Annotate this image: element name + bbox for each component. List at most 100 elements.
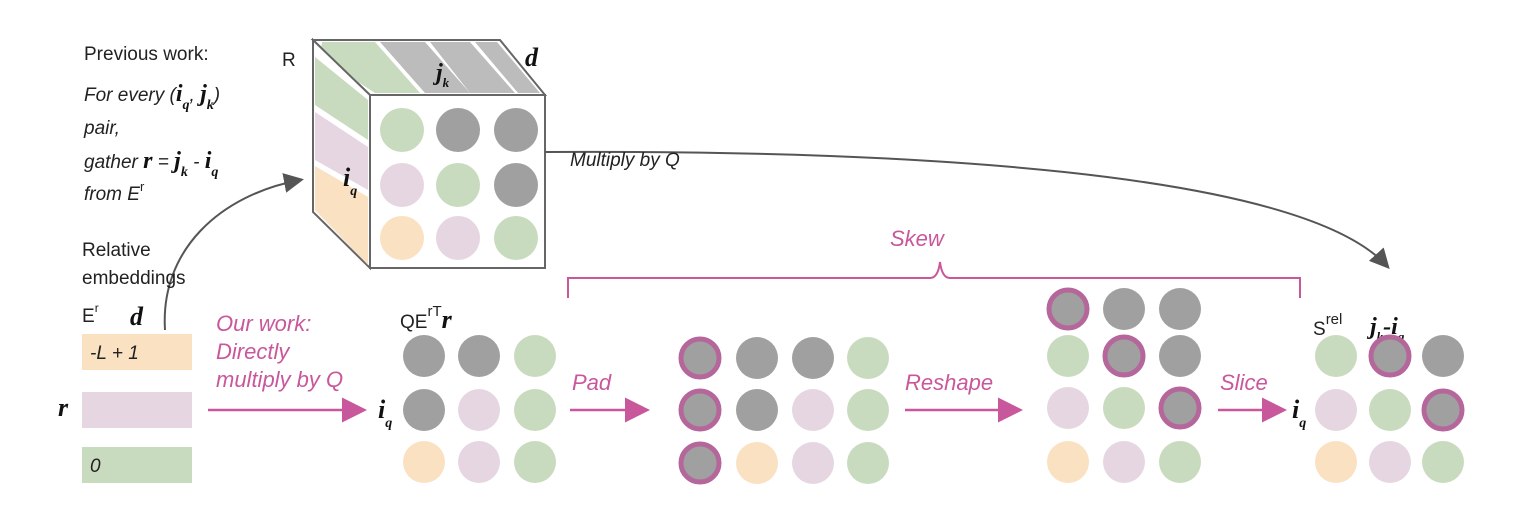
matrix-cell bbox=[1103, 387, 1145, 429]
srel-label: Srel bbox=[1313, 311, 1342, 340]
matrix-cell bbox=[1159, 335, 1201, 377]
reshaped-matrix bbox=[1046, 287, 1202, 483]
cube-left-band-orange bbox=[315, 166, 368, 265]
cube-left-band-green bbox=[315, 57, 368, 140]
cube-matrix bbox=[380, 108, 538, 260]
skew-label: Skew bbox=[890, 226, 946, 251]
pad-label: Pad bbox=[572, 370, 612, 395]
matrix-cell bbox=[847, 442, 889, 484]
matrix-cell bbox=[1369, 441, 1411, 483]
embedding-row-label: 0 bbox=[90, 456, 101, 477]
previous-work-text: Previous work: For every (iq, jk) pair, … bbox=[83, 44, 220, 205]
matrix-cell bbox=[736, 442, 778, 484]
highlighted-cell bbox=[1102, 334, 1146, 378]
matrix-cell bbox=[514, 389, 556, 431]
previous-work-line3: gather r = jk - iq bbox=[84, 148, 218, 180]
highlighted-cell bbox=[1046, 287, 1090, 331]
matrix-cell bbox=[1422, 441, 1464, 483]
matrix-cell bbox=[1159, 288, 1201, 330]
cube-label: R bbox=[282, 50, 296, 71]
matrix-cell bbox=[792, 442, 834, 484]
cube-left-band-pink bbox=[315, 112, 368, 190]
matrix-cell bbox=[736, 337, 778, 379]
highlighted-cell bbox=[1158, 386, 1202, 430]
matrix-cell bbox=[1047, 441, 1089, 483]
gather-arrow bbox=[163, 173, 304, 331]
padded-matrix bbox=[678, 336, 889, 485]
matrix-cell bbox=[1103, 441, 1145, 483]
matrix-cell bbox=[436, 163, 480, 207]
cube-top-stripe-gray bbox=[475, 42, 540, 93]
cube-jk-label: jk bbox=[432, 60, 450, 90]
previous-work-heading: Previous work: bbox=[84, 44, 209, 65]
matrix-cell bbox=[458, 335, 500, 377]
previous-work-line1: For every (iq, jk) bbox=[84, 81, 220, 113]
cube-d-label: d bbox=[525, 43, 539, 72]
qer-matrix bbox=[403, 335, 556, 483]
cube-top-stripe-gray bbox=[430, 42, 515, 93]
qer-label: QErTr bbox=[400, 303, 453, 334]
embedding-row bbox=[82, 392, 192, 428]
matrix-cell bbox=[847, 389, 889, 431]
matrix-cell bbox=[1315, 441, 1357, 483]
highlighted-cell bbox=[678, 388, 722, 432]
cube-top-stripe-gray bbox=[380, 42, 470, 93]
matrix-cell bbox=[1315, 335, 1357, 377]
matrix-cell bbox=[514, 441, 556, 483]
highlighted-cell bbox=[1368, 334, 1412, 378]
matrix-cell bbox=[380, 108, 424, 152]
embedding-row bbox=[82, 334, 192, 370]
previous-work-line2: pair, bbox=[83, 118, 120, 139]
matrix-cell bbox=[1369, 389, 1411, 431]
matrix-cell bbox=[1047, 387, 1089, 429]
cube-iq-label: iq bbox=[343, 163, 357, 199]
highlighted-cell bbox=[678, 441, 722, 485]
embeddings-name: Er bbox=[82, 301, 99, 327]
embeddings-r-label: r bbox=[58, 393, 69, 422]
matrix-cell bbox=[1103, 288, 1145, 330]
skew-brace bbox=[567, 261, 1301, 298]
multiply-label: Multiply by Q bbox=[570, 150, 680, 171]
matrix-cell bbox=[494, 163, 538, 207]
srel-iq-label: iq bbox=[1292, 395, 1306, 431]
matrix-cell bbox=[380, 216, 424, 260]
srel-matrix bbox=[1315, 334, 1465, 483]
previous-work-line4: from Er bbox=[84, 179, 145, 205]
matrix-cell bbox=[494, 108, 538, 152]
matrix-cell bbox=[403, 389, 445, 431]
highlighted-cell bbox=[678, 336, 722, 380]
embeddings-d-label: d bbox=[130, 302, 144, 331]
cube-R: R d jk iq bbox=[282, 37, 548, 271]
matrix-cell bbox=[736, 389, 778, 431]
matrix-cell bbox=[380, 163, 424, 207]
slice-label: Slice bbox=[1220, 370, 1268, 395]
multiply-arrow bbox=[544, 150, 1390, 269]
matrix-cell bbox=[403, 335, 445, 377]
reshape-label: Reshape bbox=[905, 370, 993, 395]
embedding-row-label: -L + 1 bbox=[90, 343, 139, 364]
matrix-cell bbox=[494, 216, 538, 260]
matrix-cell bbox=[458, 389, 500, 431]
matrix-cell bbox=[792, 337, 834, 379]
qer-iq-label: iq bbox=[378, 395, 392, 431]
matrix-cell bbox=[1047, 335, 1089, 377]
matrix-cell bbox=[514, 335, 556, 377]
our-work-line3: multiply by Q bbox=[216, 367, 343, 392]
matrix-cell bbox=[403, 441, 445, 483]
matrix-cell bbox=[436, 216, 480, 260]
matrix-cell bbox=[436, 108, 480, 152]
embeddings-title-2: embeddings bbox=[82, 268, 186, 289]
highlighted-cell bbox=[1421, 388, 1465, 432]
our-work-line1: Our work: bbox=[216, 311, 311, 336]
matrix-cell bbox=[1159, 441, 1201, 483]
our-work-line2: Directly bbox=[216, 339, 291, 364]
matrix-cell bbox=[847, 337, 889, 379]
embeddings-title-1: Relative bbox=[82, 240, 151, 261]
cube-top-stripe-green bbox=[320, 42, 420, 93]
matrix-cell bbox=[458, 441, 500, 483]
embedding-row bbox=[82, 447, 192, 483]
srel-jk-minus-iq: jk-iq bbox=[1366, 314, 1405, 344]
matrix-cell bbox=[1315, 389, 1357, 431]
relative-embeddings: Relative embeddings Er d r -L + 1 0 bbox=[58, 240, 192, 483]
